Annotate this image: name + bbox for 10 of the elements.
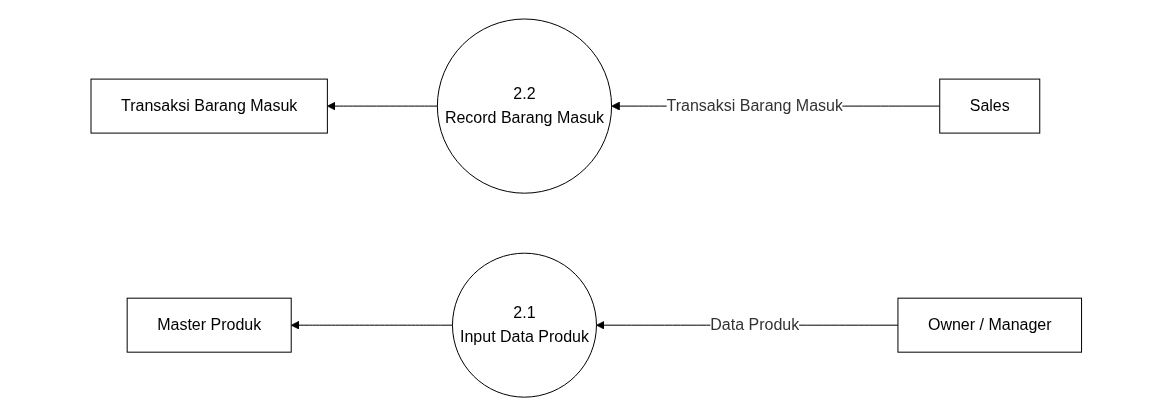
node-circle: 2.2 Record Barang Masuk xyxy=(436,18,612,194)
node-box: Sales xyxy=(938,78,1040,134)
node-box: Master Produk xyxy=(126,297,292,353)
edge-label: Transaksi Barang Masuk xyxy=(666,97,843,115)
node-box: Owner / Manager xyxy=(897,297,1082,353)
arrow xyxy=(290,320,453,330)
node-box: Transaksi Barang Masuk xyxy=(90,78,328,134)
edge-label: Data Produk xyxy=(710,316,799,334)
arrow xyxy=(326,101,438,111)
node-circle: 2.1 Input Data Produk xyxy=(451,252,597,398)
